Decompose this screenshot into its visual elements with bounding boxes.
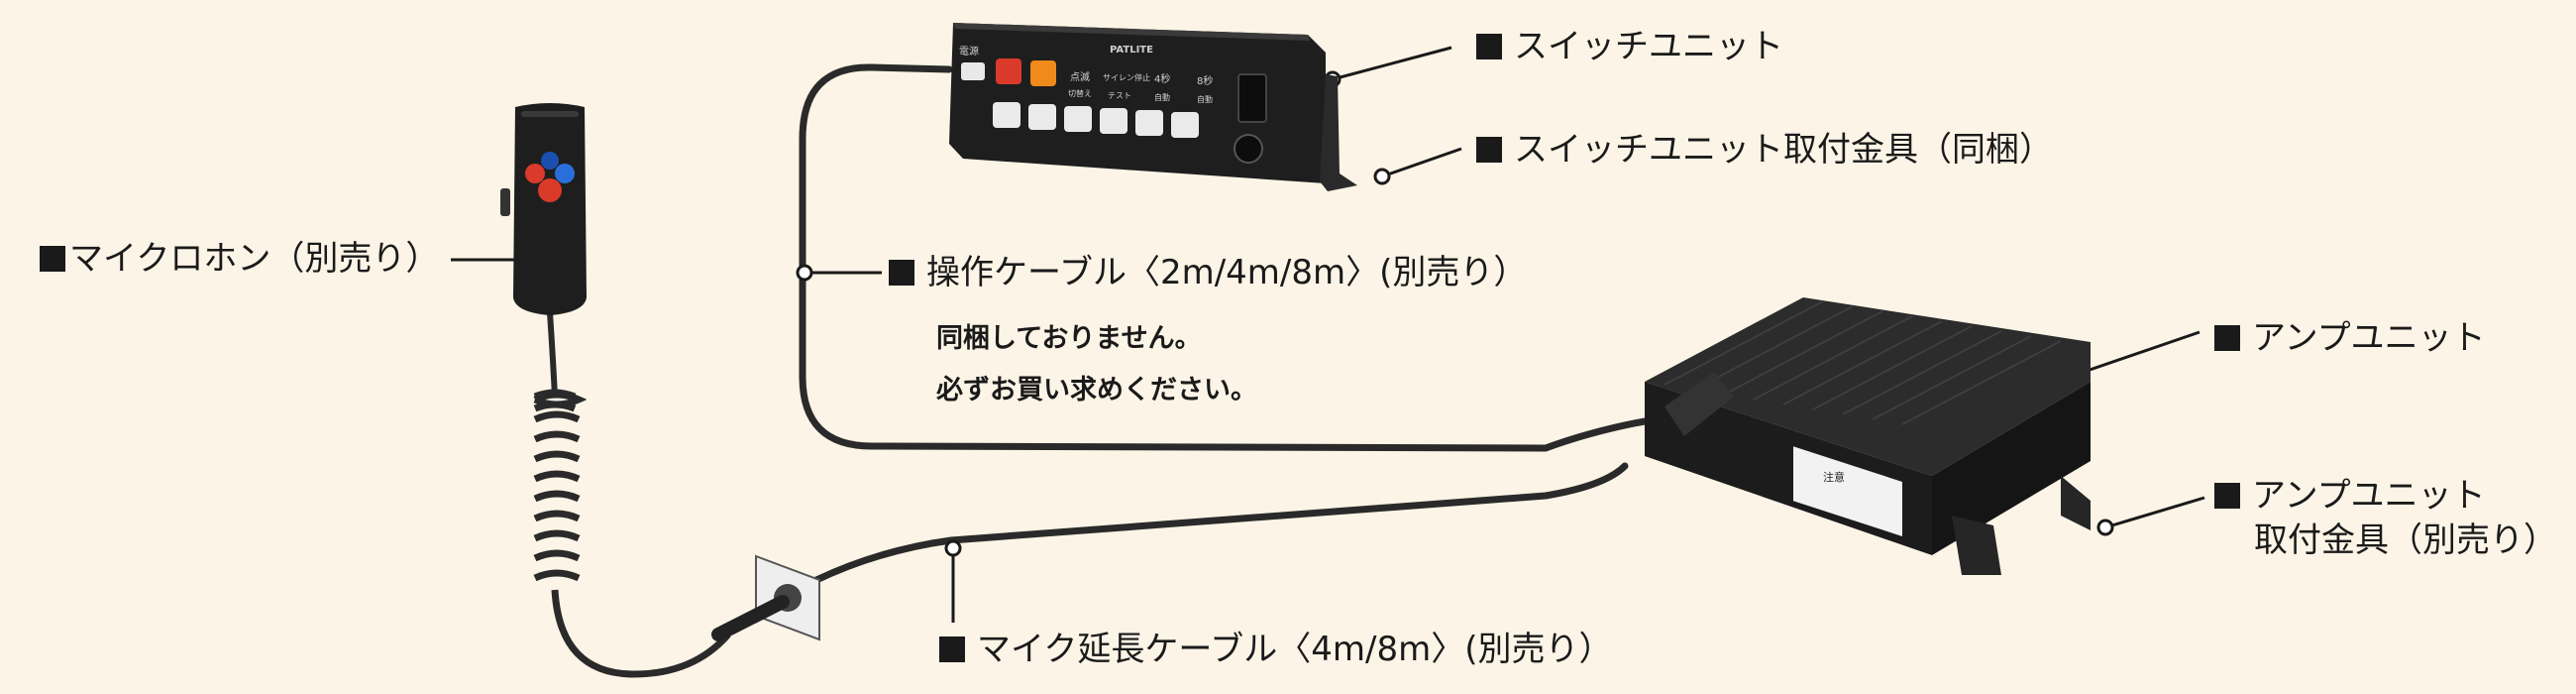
leader-switch-bracket — [1381, 147, 1462, 178]
leader-amp-bracket — [2104, 496, 2205, 529]
key-label-1: 点滅 — [1070, 71, 1090, 83]
mic-extension-cable — [749, 462, 1629, 621]
cable-text: 操作ケーブル〈2m/4m/8m〉(別売り） — [926, 253, 1528, 292]
operation-cable — [799, 63, 1678, 452]
cable-note-1: 同梱しておりません。 — [936, 323, 1202, 354]
label-amp-unit: アンプユニット — [2214, 321, 2486, 355]
mic-cord-lower — [551, 589, 731, 678]
switch-unit-text: スイッチユニット — [1514, 27, 1783, 66]
label-operation-cable: 操作ケーブル〈2m/4m/8m〉(別売り） — [889, 256, 1527, 289]
square-bullet-icon — [2214, 483, 2240, 509]
square-bullet-icon — [889, 260, 914, 286]
power-label: 電源 — [959, 45, 979, 58]
label-amp-bracket: アンプユニット — [2214, 479, 2486, 513]
label-mic-extension-cable: マイク延長ケーブル〈4m/8m〉(別売り） — [939, 633, 1613, 666]
subkey-label-4: 自動 — [1197, 94, 1213, 104]
subkey-label-2: テスト — [1108, 91, 1131, 100]
key-label-2: サイレン停止 — [1103, 72, 1150, 82]
brand-label: PATLITE — [1110, 45, 1153, 56]
leader-switch-unit — [1332, 46, 1452, 81]
amp-caution-label: 注意 — [1823, 470, 1845, 484]
square-bullet-icon — [1476, 34, 1502, 59]
key-label-3: 4秒 — [1154, 72, 1170, 85]
square-bullet-icon — [40, 246, 65, 272]
label-switch-unit: スイッチユニット — [1476, 30, 1783, 63]
subkey-label-1: 切替え — [1068, 88, 1092, 98]
microphone-device — [500, 103, 587, 412]
square-bullet-icon — [1476, 137, 1502, 163]
label-amp-bracket-line2: 取付金具（別売り） — [2254, 520, 2557, 560]
extension-connector — [711, 554, 820, 641]
key-label-4: 8秒 — [1197, 74, 1213, 87]
subkey-label-3: 自動 — [1154, 92, 1170, 102]
amp-unit-text: アンプユニット — [2252, 318, 2486, 358]
amp-bracket-text-1: アンプユニット — [2252, 476, 2486, 516]
mic-ext-cable-text: マイク延長ケーブル〈4m/8m〉(別売り） — [977, 630, 1613, 669]
square-bullet-icon — [939, 636, 965, 662]
cable-note-2: 必ずお買い求めください。 — [936, 375, 1257, 405]
mic-cord-upper — [547, 311, 558, 398]
label-switch-bracket: スイッチユニット取付金具（同梱） — [1476, 133, 2053, 167]
switch-unit-device: 電源 PATLITE 点滅 サイレン停止 4秒 8秒 切替え テスト 自動 自動 — [949, 23, 1357, 191]
label-microphone: マイクロホン（別売り） — [40, 242, 439, 276]
square-bullet-icon — [2214, 325, 2240, 351]
switch-bracket-text: スイッチユニット取付金具（同梱） — [1514, 130, 2053, 170]
microphone-text: マイクロホン（別売り） — [69, 239, 440, 279]
amp-unit-device: 注意 — [1645, 297, 2091, 575]
coiled-cord — [533, 392, 587, 582]
